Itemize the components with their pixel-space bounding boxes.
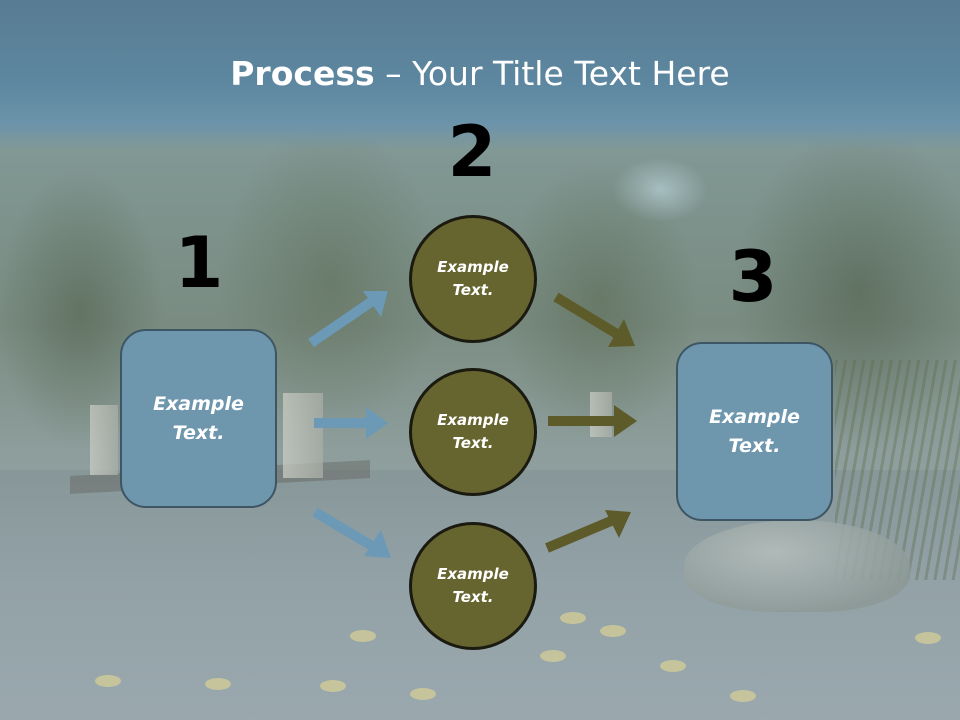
arrow-head bbox=[608, 319, 635, 347]
arrow-shaft bbox=[312, 507, 375, 551]
background-leaf bbox=[350, 630, 376, 642]
step-1-box: Example Text. bbox=[120, 329, 277, 508]
title-bold-text: Process bbox=[230, 54, 375, 93]
background-post bbox=[90, 405, 118, 475]
step-1-label-line2: Text. bbox=[172, 421, 225, 444]
background-leaf bbox=[730, 690, 756, 702]
circle-top-label-line2: Text. bbox=[452, 281, 494, 299]
arrow-from-top bbox=[553, 292, 635, 347]
background-leaf bbox=[540, 650, 566, 662]
background-rock bbox=[684, 520, 910, 612]
step-3-label-line1: Example bbox=[709, 405, 800, 428]
background-leaf bbox=[560, 612, 586, 624]
step-number-3: 3 bbox=[728, 236, 778, 318]
circle-top-label-line1: Example bbox=[437, 258, 509, 276]
arrow-head bbox=[363, 291, 388, 317]
step-number-2: 2 bbox=[447, 111, 497, 193]
step-2-circle-bottom: Example Text. bbox=[409, 522, 537, 650]
background-post bbox=[283, 393, 323, 478]
step-1-label-line1: Example bbox=[153, 392, 244, 415]
arrow-to-bottom bbox=[312, 507, 391, 558]
background-leaf bbox=[410, 688, 436, 700]
background-leaf bbox=[320, 680, 346, 692]
circle-middle-label-line1: Example bbox=[437, 411, 509, 429]
arrow-to-middle bbox=[314, 407, 388, 439]
step-2-circle-top: Example Text. bbox=[409, 215, 537, 343]
arrow-shaft bbox=[553, 292, 620, 339]
arrow-to-top bbox=[308, 291, 388, 348]
background-leaf bbox=[915, 632, 941, 644]
circle-bottom-label-line1: Example bbox=[437, 565, 509, 583]
background-leaf bbox=[660, 660, 686, 672]
arrow-from-bottom bbox=[545, 510, 631, 553]
step-2-circle-middle: Example Text. bbox=[409, 368, 537, 496]
arrow-head bbox=[605, 510, 631, 538]
arrow-head bbox=[614, 405, 637, 437]
title-rest-text: – Your Title Text Here bbox=[374, 54, 730, 93]
arrow-from-middle bbox=[548, 405, 637, 437]
circle-middle-label-line2: Text. bbox=[452, 434, 494, 452]
background-leaf bbox=[600, 625, 626, 637]
step-3-label-line2: Text. bbox=[728, 434, 781, 457]
arrow-head bbox=[364, 530, 391, 558]
background-leaf bbox=[95, 675, 121, 687]
arrow-head bbox=[366, 407, 388, 439]
title-band bbox=[0, 0, 960, 150]
step-number-1: 1 bbox=[174, 222, 224, 304]
arrow-shaft bbox=[308, 297, 374, 348]
slide-title: Process – Your Title Text Here bbox=[0, 54, 960, 93]
background-leaf bbox=[205, 678, 231, 690]
circle-bottom-label-line2: Text. bbox=[452, 588, 494, 606]
arrow-shaft bbox=[545, 516, 613, 553]
step-3-box: Example Text. bbox=[676, 342, 833, 521]
